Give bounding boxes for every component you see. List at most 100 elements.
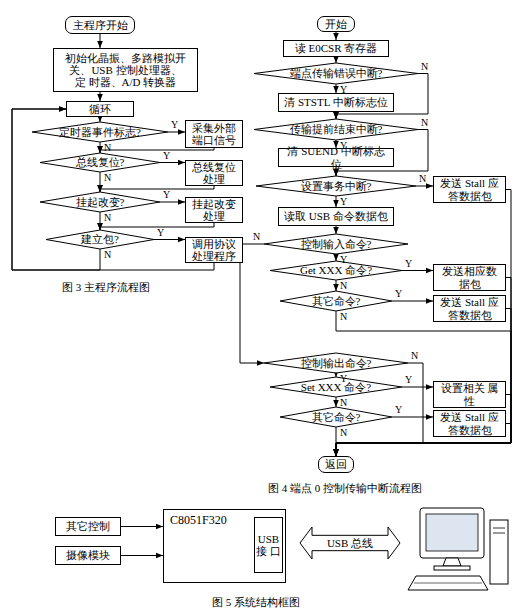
node-text: Set XXX 命令?	[301, 381, 371, 393]
outline-polygon	[40, 153, 160, 172]
decision-diamond: 控制输入命令?	[264, 234, 408, 254]
bus-arrow: USB 总线	[300, 527, 400, 559]
node-text: 其它控制	[66, 520, 110, 532]
node-text: Get XXX 命令?	[300, 264, 372, 276]
branch-label: N	[104, 213, 111, 223]
node-text: USB 总线	[327, 537, 373, 549]
monitor-neck	[443, 558, 461, 566]
flow-arrow	[240, 244, 264, 363]
node-text: 建立包?	[81, 233, 119, 245]
flow-arrow	[100, 148, 214, 153]
outline-polygon	[270, 261, 402, 280]
node-text: 读取 USB 命令数据包	[284, 210, 388, 222]
branch-label: Y	[405, 375, 412, 385]
flow-arrow	[336, 397, 337, 407]
outline-polygon	[300, 527, 400, 559]
monitor	[420, 508, 484, 558]
flow-arrow	[100, 92, 101, 101]
branch-label: N	[253, 232, 260, 242]
flow-arrow	[160, 162, 185, 163]
keyboard-keys	[414, 583, 482, 584]
branch-label: N	[104, 250, 111, 260]
node-text: 返回	[325, 458, 347, 470]
flow-arrow	[154, 239, 185, 240]
node-text: 开始	[325, 18, 347, 30]
keyboard	[408, 576, 488, 590]
process-box: 发送 Stall 应 答数据包	[433, 410, 506, 437]
process-box: 读取 USB 命令数据包	[278, 207, 394, 226]
terminal-box: 主程序开始	[65, 16, 135, 34]
process-box: 设置相关 属性	[433, 381, 506, 408]
branch-label: Y	[171, 120, 178, 130]
node-text: USB 接 口	[255, 533, 282, 558]
monitor-base	[434, 566, 470, 570]
decision-diamond: 挂起改变?	[40, 192, 160, 212]
flow-arrow	[121, 526, 163, 527]
node-text: 发送 Stall 应 答数据包	[438, 177, 501, 202]
flow-arrow	[100, 34, 101, 48]
node-text: 挂起改变 处理	[188, 198, 240, 223]
node-text: 总线复位?	[76, 156, 125, 168]
branch-label: Y	[163, 190, 170, 200]
figure-caption: 图 3 主程序流程图	[62, 282, 150, 293]
branch-label: Y	[340, 374, 347, 384]
process-box: 其它控制	[55, 517, 121, 536]
node-text: 主程序开始	[73, 19, 128, 31]
node-text: 发送 Stall 应 答数据包	[438, 296, 501, 321]
branch-label: N	[340, 281, 347, 291]
branch-label: Y	[340, 85, 347, 95]
monitor-screen	[426, 514, 478, 551]
branch-label: Y	[163, 151, 170, 161]
node-text: 设置相关 属性	[438, 382, 501, 407]
outline-polygon	[46, 230, 154, 249]
outline-polygon	[32, 122, 168, 142]
branch-label: Y	[340, 197, 347, 207]
node-text: 摄像模块	[66, 549, 110, 561]
decision-diamond: 总线复位?	[40, 153, 160, 172]
node-text: 控制输入命令?	[301, 238, 372, 250]
decision-diamond: 设置事务中断?	[256, 176, 416, 196]
flow-arrow	[100, 117, 101, 122]
process-box: 清 STSTL 中断标志位	[278, 93, 394, 112]
node-text: 初始化晶振、多路模拟开 关、USB 控制处理器、定 时器、A/D 转换器	[64, 52, 187, 89]
outline-polygon	[280, 407, 392, 427]
decision-diamond: 端点传输错误中断?	[254, 63, 418, 84]
process-box: 发送 Stall 应 答数据包	[433, 176, 506, 203]
flow-arrow	[336, 373, 337, 377]
branch-label: N	[411, 351, 418, 361]
branch-label: N	[340, 428, 347, 438]
node-text: 发送相应数 据包	[438, 265, 501, 290]
branch-label: N	[340, 312, 347, 322]
node-text: 定时器事件标志?	[59, 126, 141, 138]
drive-slot	[493, 528, 505, 529]
node-text: 循环	[89, 103, 111, 115]
process-box: 循环	[66, 101, 134, 117]
decision-diamond: Set XXX 命令?	[270, 377, 402, 397]
flow-arrow	[168, 132, 185, 133]
outline-polygon	[254, 119, 418, 140]
process-box: 发送相应数 据包	[433, 264, 506, 291]
outline-polygon	[40, 192, 160, 212]
flow-arrow	[336, 112, 337, 119]
flow-arrow	[336, 254, 337, 261]
branch-label: N	[421, 118, 428, 128]
flow-arrow	[392, 417, 433, 418]
process-box: 挂起改变 处理	[185, 197, 243, 223]
flow-arrow	[416, 186, 433, 187]
node-text: 调用协议 处理程序	[188, 238, 240, 263]
decision-diamond: 定时器事件标志?	[32, 122, 168, 142]
decision-diamond: 其它命令?	[280, 291, 392, 311]
branch-label: N	[104, 173, 111, 183]
decision-diamond: 建立包?	[46, 230, 154, 249]
flow-arrow	[402, 387, 433, 388]
branch-label: N	[340, 398, 347, 408]
process-box: USB 接 口	[254, 517, 283, 573]
node-text: 端点传输错误中断?	[290, 67, 383, 79]
process-box: 发送 Stall 应 答数据包	[433, 295, 506, 322]
process-box: 摄像模块	[55, 546, 121, 565]
outline-polygon	[254, 63, 418, 84]
branch-label: N	[421, 62, 428, 72]
branch-label: N	[419, 174, 426, 184]
branch-label: N	[104, 143, 111, 153]
node-text: 控制输出命令?	[301, 357, 372, 369]
